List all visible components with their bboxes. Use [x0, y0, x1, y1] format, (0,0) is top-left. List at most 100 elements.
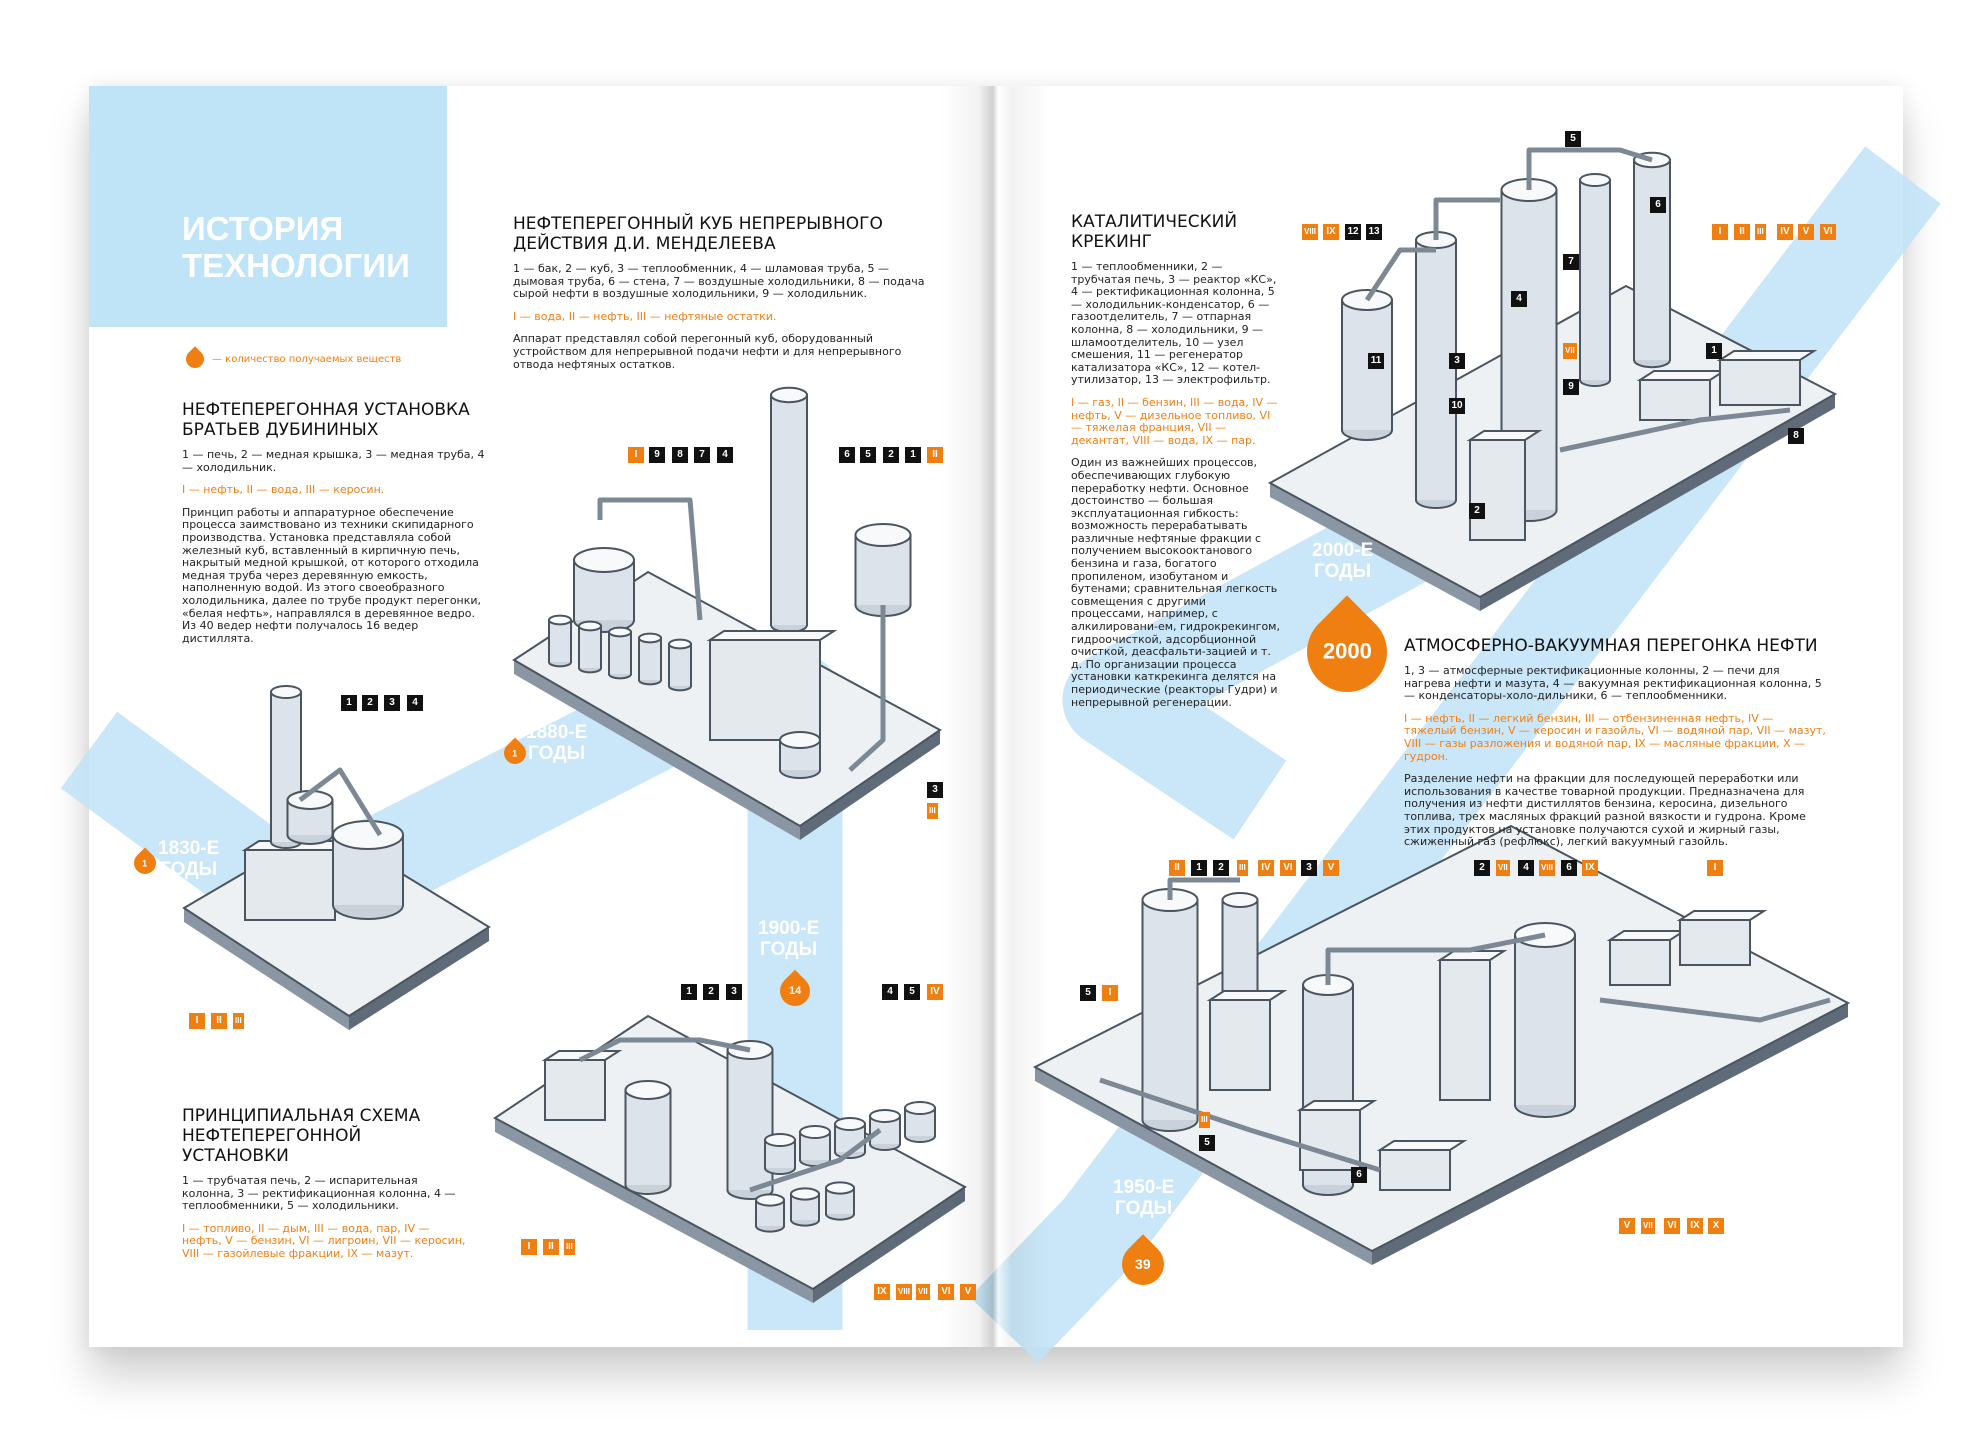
count-value: 2000	[1322, 639, 1372, 665]
equipment-box	[1439, 959, 1491, 1101]
component-tag-mendeleev: 8	[672, 447, 688, 463]
stream-tag-avp: V	[1619, 1218, 1635, 1234]
stream-tag-avp: X	[1708, 1218, 1724, 1234]
stream-tag-cracking: IX	[1323, 224, 1339, 240]
vessel-body	[1143, 902, 1197, 1120]
vessel-body	[580, 628, 600, 668]
vessel-top	[790, 1187, 820, 1201]
vessel-body	[670, 646, 690, 686]
equipment-box	[1379, 1149, 1451, 1191]
vessel-top	[624, 1080, 672, 1100]
stream-tag-avp: III	[1237, 860, 1248, 876]
stream-tag-principal: II	[543, 1239, 559, 1255]
component-tag-dubinin: 3	[384, 695, 400, 711]
stream-tag-mendeleev: I	[628, 447, 644, 463]
component-tag-dubinin: 1	[341, 695, 357, 711]
stream-tag-avp: I	[1707, 860, 1723, 876]
equipment-box	[709, 639, 821, 741]
vessel-top	[1221, 892, 1259, 908]
year-1830: 1830-Е ГОДЫ	[158, 838, 220, 880]
section-title: ПРИНЦИПИАЛЬНАЯ СХЕМА НЕФТЕПЕРЕГОННОЙ УСТ…	[182, 1106, 421, 1166]
component-tag-mendeleev: 7	[694, 447, 710, 463]
stream-tag-avp: I	[1102, 985, 1118, 1001]
vessel-top	[779, 731, 821, 749]
stream-tag-principal: V	[960, 1284, 976, 1300]
section-description: Разделение нефти на фракции для последую…	[1404, 772, 1806, 849]
vessel-body	[640, 640, 660, 680]
vessel-top	[270, 685, 302, 699]
drop-icon	[182, 346, 208, 372]
vessel-top	[608, 626, 632, 638]
stream-tag-cracking: VIII	[1302, 224, 1319, 240]
section-title: КАТАЛИТИЧЕСКИЙ КРЕКИНГ	[1071, 212, 1238, 252]
pipe	[1526, 147, 1653, 190]
stream-tag-cracking: IV	[1777, 224, 1793, 240]
streams-legend: I — топливо, II — дым, III — вода, пар, …	[182, 1221, 466, 1260]
equipment-box-top	[1466, 430, 1543, 441]
component-tag-dubinin: 2	[362, 695, 378, 711]
equipment-box-top	[1716, 350, 1818, 361]
count-value: 1	[142, 858, 148, 869]
pipe	[1364, 247, 1436, 302]
count-value: 1	[512, 748, 518, 759]
platform-avp-side	[1035, 1067, 1372, 1265]
component-tag-mendeleev: 5	[860, 447, 876, 463]
equipment-box	[1609, 939, 1671, 986]
component-tag-principal: 4	[882, 984, 898, 1000]
equipment-box-top	[1376, 1140, 1468, 1151]
stream-tag-dubinin: I	[189, 1013, 205, 1029]
year-1900: 1900-Е ГОДЫ	[758, 918, 820, 960]
count-value: 14	[788, 985, 802, 997]
equipment-box-top	[1636, 370, 1728, 381]
component-tag-avp: 2	[1474, 860, 1490, 876]
equipment-box	[1719, 359, 1801, 406]
vessel-top	[548, 614, 572, 626]
section-cracking: КАТАЛИТИЧЕСКИЙ КРЕКИНГ 1 — теплообменник…	[1071, 212, 1281, 719]
platform-cracking-side	[1480, 394, 1835, 611]
streams-legend: I — газ, II — бензин, III — вода, IV — н…	[1071, 395, 1278, 447]
vessel-body	[772, 397, 806, 625]
stream-tag-avp: IX	[1687, 1218, 1703, 1234]
vessel-body	[1417, 242, 1455, 500]
platform-dubinin-side	[184, 908, 349, 1030]
vessel-body	[1581, 182, 1609, 380]
component-tag-cracking: 5	[1565, 131, 1581, 147]
components-legend: 1 — теплообменники, 2 — трубчатая печь, …	[1071, 260, 1277, 387]
component-tag-avp: 4	[1518, 860, 1534, 876]
streams-legend: I — нефть, II — легкий бензин, III — отб…	[1404, 711, 1826, 763]
component-tag-cracking: 13	[1366, 224, 1382, 240]
component-tag-cracking: 9	[1563, 379, 1579, 395]
component-tag-cracking: 10	[1449, 398, 1465, 414]
component-tag-cracking: 2	[1469, 503, 1485, 519]
vessel-top	[332, 820, 404, 850]
stream-tag-avp: III	[1199, 1112, 1210, 1128]
component-tag-principal: 3	[726, 984, 742, 1000]
platform-mendeleev-side	[514, 660, 800, 840]
page-spine	[940, 86, 1050, 1347]
pipe	[1099, 1077, 1381, 1173]
component-tag-cracking: 12	[1345, 224, 1361, 240]
component-tag-avp: 6	[1351, 1167, 1367, 1183]
equipment-box	[244, 849, 336, 921]
vessel-top	[770, 386, 808, 404]
pipe	[749, 1128, 882, 1193]
equipment-box-top	[1606, 930, 1688, 941]
component-tag-cracking: 4	[1511, 291, 1527, 307]
component-tag-avp: 3	[1301, 860, 1317, 876]
component-tag-avp: 6	[1561, 860, 1577, 876]
platform-dubinin-side	[349, 927, 489, 1030]
stream-tag-avp: VII	[1496, 860, 1510, 876]
stream-tag-principal: I	[521, 1239, 537, 1255]
components-legend: 1, 3 — атмосферные ректификационные коло…	[1404, 664, 1822, 703]
component-tag-principal: 5	[904, 984, 920, 1000]
stream-tag-cracking: III	[1755, 224, 1766, 240]
pipe	[1599, 997, 1831, 1023]
stream-tag-dubinin: III	[233, 1013, 244, 1029]
platform-mendeleev-side	[800, 730, 940, 840]
platform-cracking-side	[1270, 483, 1480, 611]
vessel-top	[668, 638, 692, 650]
pipe	[1167, 877, 1240, 900]
stream-tag-principal: VII	[916, 1284, 930, 1300]
pipe	[597, 497, 703, 621]
